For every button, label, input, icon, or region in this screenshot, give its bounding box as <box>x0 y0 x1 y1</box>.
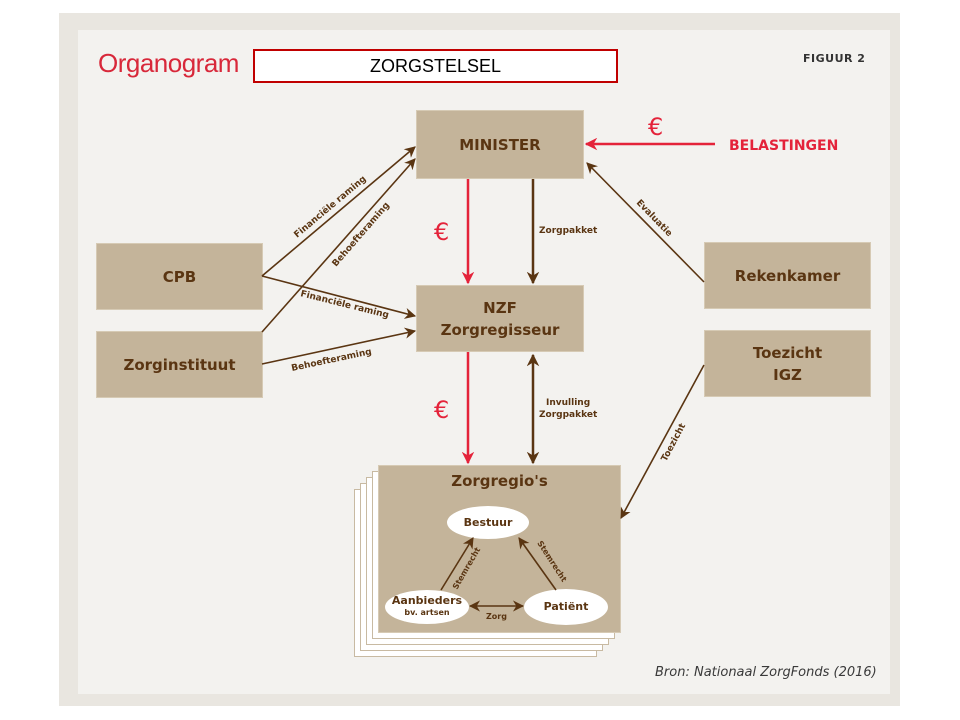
zorgstelsel-title-box: ZORGSTELSEL <box>253 49 618 83</box>
node-rekenkamer: Rekenkamer <box>704 242 871 309</box>
node-zorginstituut: Zorginstituut <box>96 331 263 398</box>
node-cpb: CPB <box>96 243 263 310</box>
ellipse-patient: Patiënt <box>524 589 608 625</box>
ellipse-aanbieders: Aanbieders bv. artsen <box>385 590 469 624</box>
organogram-title: Organogram <box>98 48 239 78</box>
zorgstelsel-title: ZORGSTELSEL <box>369 55 502 76</box>
node-nzf-label-1: NZF <box>483 298 517 317</box>
node-toezicht-igz: Toezicht IGZ <box>704 330 871 397</box>
patient-label: Patiënt <box>543 600 589 613</box>
ellipse-bestuur: Bestuur <box>447 506 529 539</box>
zorgregios-title: Zorgregio's <box>451 472 548 490</box>
node-nzf-label-2: Zorgregisseur <box>440 320 560 339</box>
bestuur-label: Bestuur <box>463 515 513 529</box>
aanbieders-label: Aanbieders <box>391 594 463 607</box>
node-toezicht-label-1: Toezicht <box>752 343 823 362</box>
node-nzf: NZF Zorgregisseur <box>416 285 584 352</box>
node-minister-label: MINISTER <box>459 135 541 154</box>
aanbieders-sublabel: bv. artsen <box>404 608 450 617</box>
figure-label: FIGUUR 2 <box>803 52 866 65</box>
source-citation: Bron: Nationaal ZorgFonds (2016) <box>655 665 877 680</box>
node-toezicht-label-2: IGZ <box>773 365 802 384</box>
node-zorginstituut-label: Zorginstituut <box>123 355 236 374</box>
node-cpb-label: CPB <box>162 267 197 286</box>
node-rekenkamer-label: Rekenkamer <box>734 266 841 285</box>
node-minister: MINISTER <box>416 110 584 179</box>
